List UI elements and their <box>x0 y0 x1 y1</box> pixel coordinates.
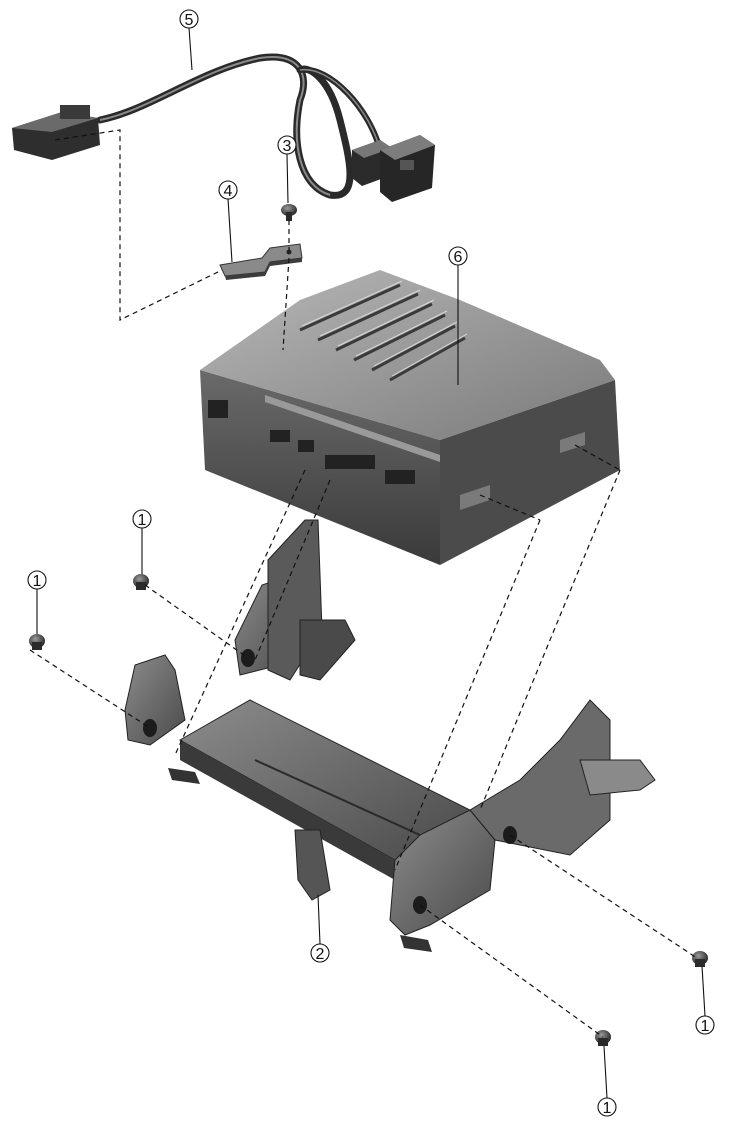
callout-1c-label: 1 <box>701 1018 710 1035</box>
wiring-harness <box>12 53 435 202</box>
harness-left-connector <box>12 105 100 160</box>
callout-1a-label: 1 <box>138 512 147 529</box>
bracket-4 <box>219 243 303 280</box>
callout-2: 2 <box>310 894 330 963</box>
callout-4: 4 <box>218 180 238 263</box>
callout-5-label: 5 <box>185 12 194 29</box>
control-module <box>200 270 620 565</box>
bolt-3 <box>281 204 297 221</box>
callout-6: 6 <box>448 246 468 385</box>
bolt-1-left-lower <box>29 634 45 650</box>
callout-1-left-lower: 1 <box>27 570 47 634</box>
callout-1-right-lower: 1 <box>597 1045 617 1117</box>
harness-right-connectors <box>352 135 435 202</box>
callout-3: 3 <box>277 135 297 204</box>
bolt-1-right-upper <box>692 951 708 967</box>
callout-3-label: 3 <box>283 138 292 155</box>
callout-5: 5 <box>179 9 199 71</box>
callout-1b-label: 1 <box>33 573 42 590</box>
callout-4-label: 4 <box>224 183 233 200</box>
callout-1-right-upper: 1 <box>695 965 715 1035</box>
callout-1-left-upper: 1 <box>132 509 152 574</box>
callout-1d-label: 1 <box>603 1100 612 1117</box>
bolt-1-left-upper <box>133 574 149 590</box>
callout-6-label: 6 <box>454 249 463 266</box>
alignment-lines <box>29 129 698 1038</box>
mounting-bracket <box>124 519 656 952</box>
callout-2-label: 2 <box>316 946 325 963</box>
